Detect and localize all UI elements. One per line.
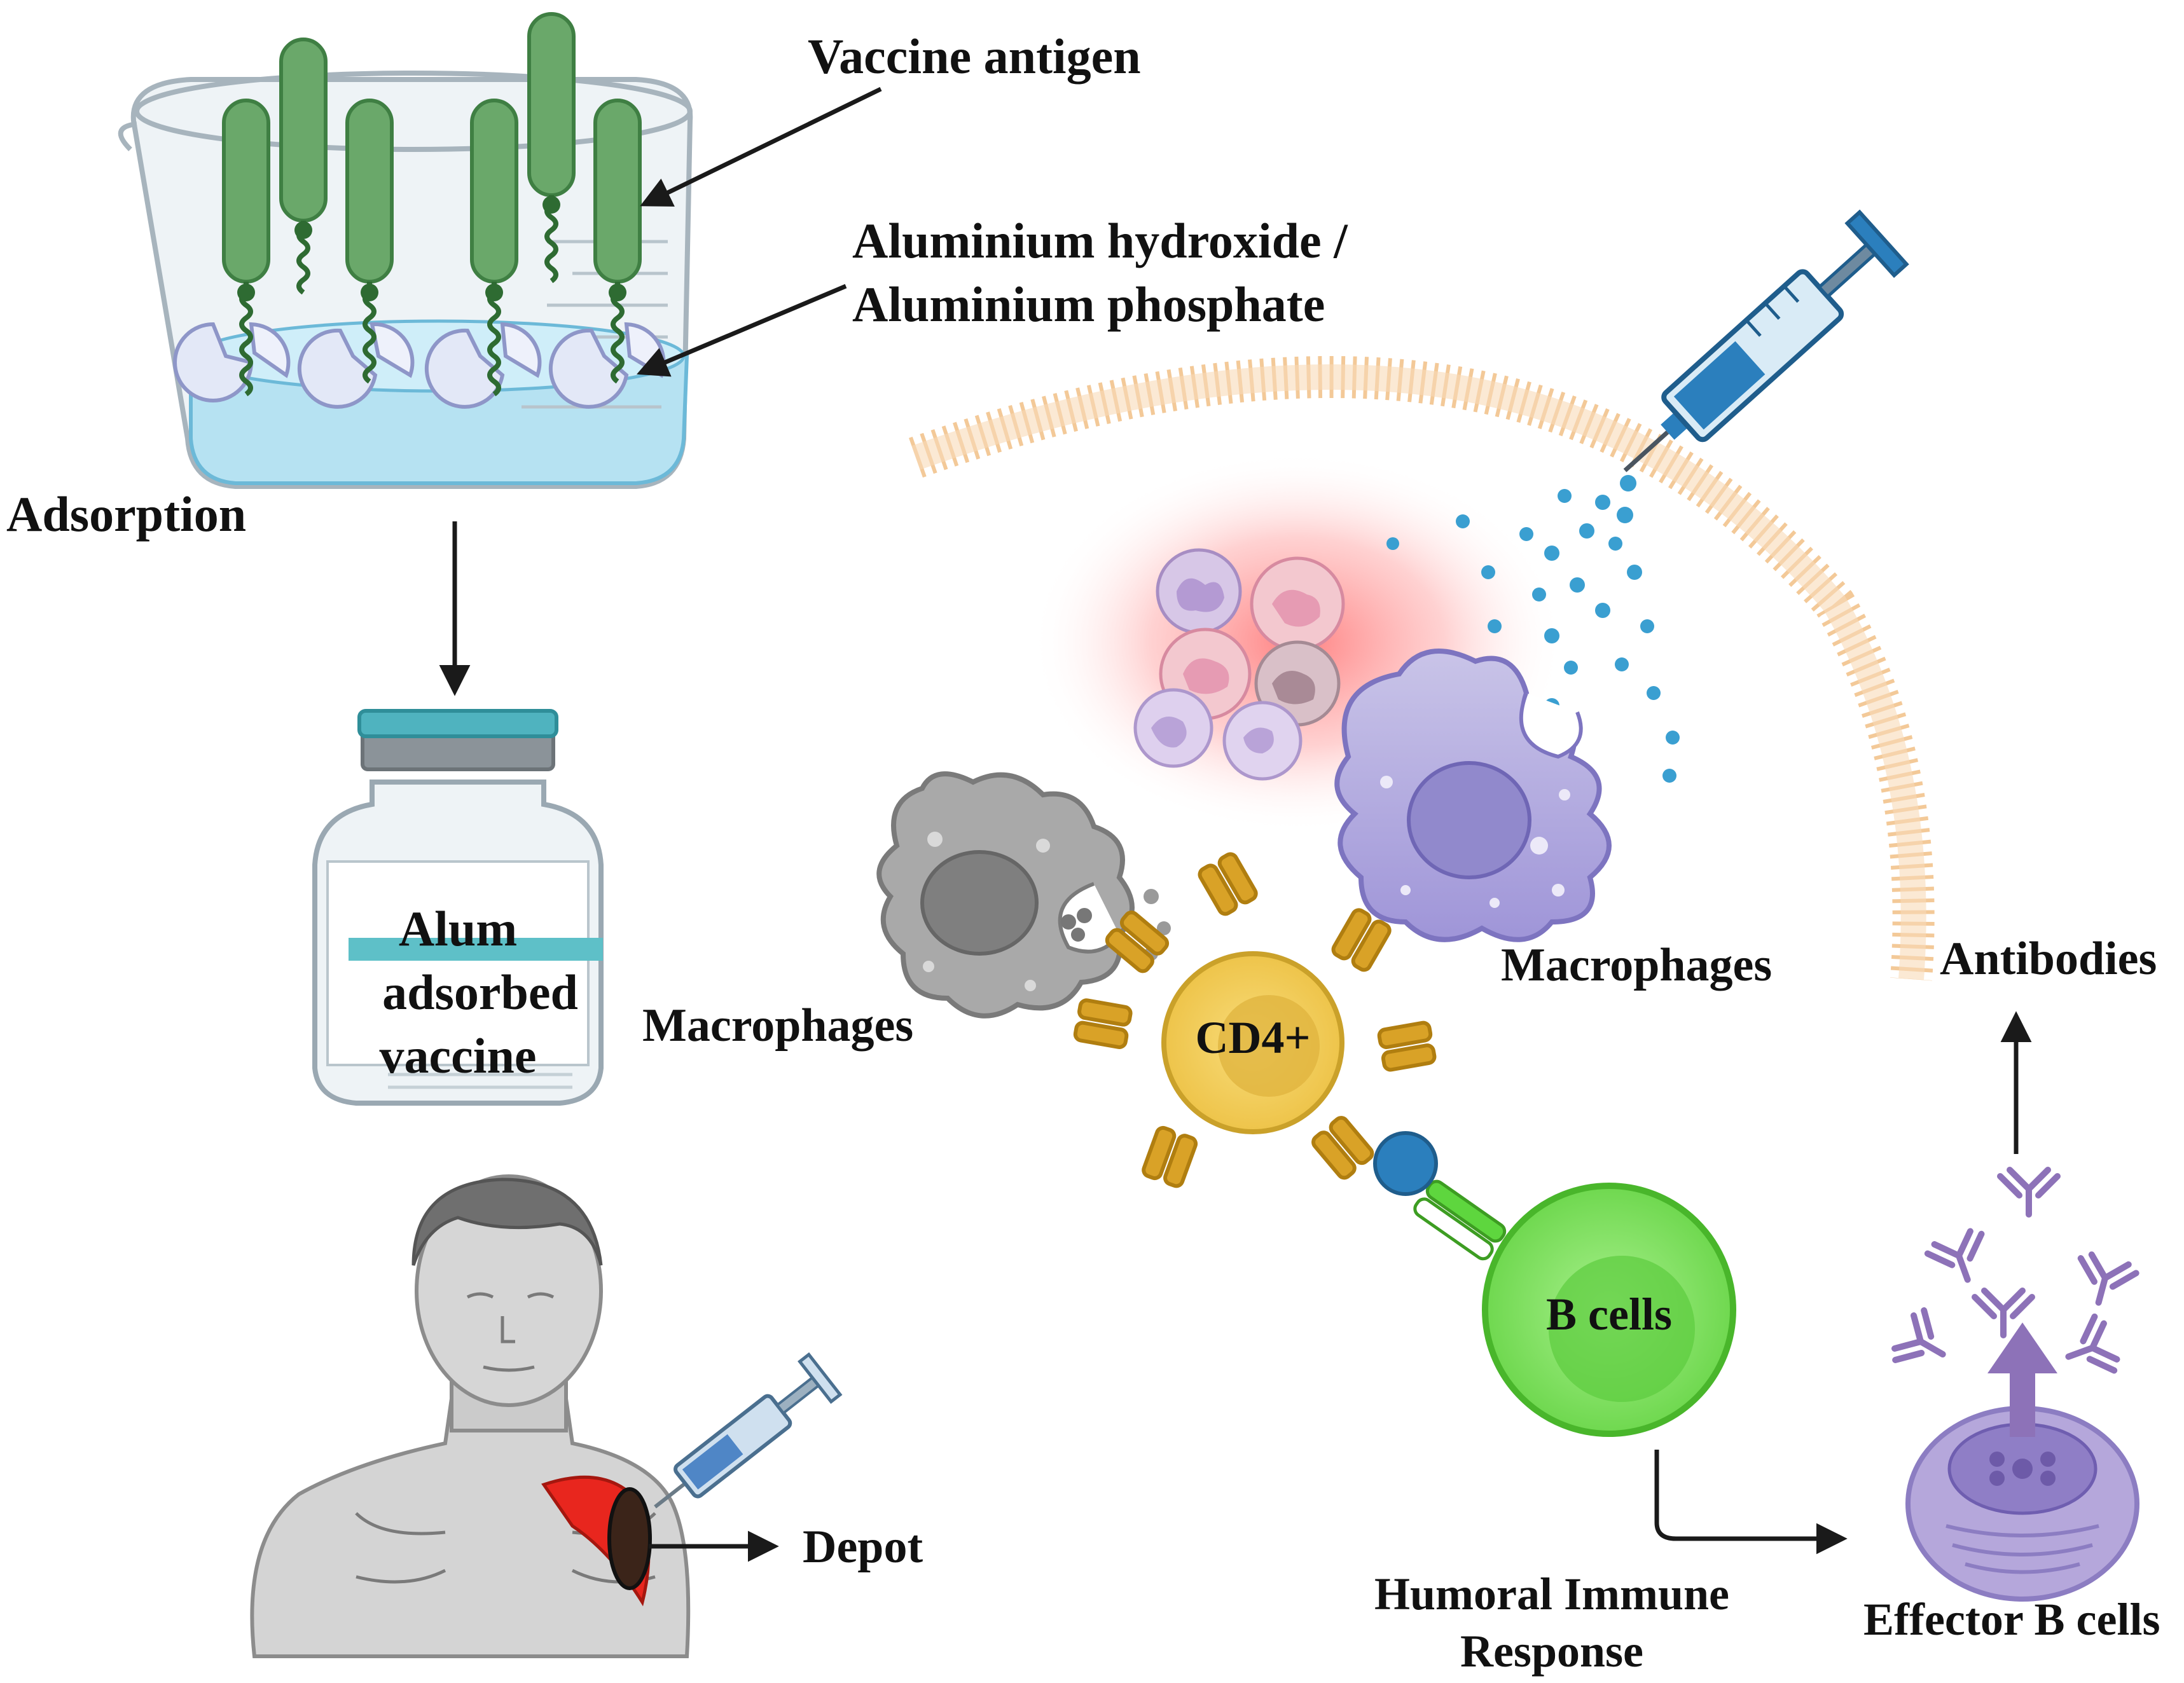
skin-membrane xyxy=(908,356,1935,981)
t-cell-icon xyxy=(1073,852,1437,1188)
secretion-arrow xyxy=(1987,1322,2057,1437)
arrow-humoral-to-effector xyxy=(1654,1450,1848,1555)
antibody-icon xyxy=(1891,1167,2139,1374)
vial-label-line1: Alum xyxy=(398,901,518,956)
vaccine-antigen-label: Vaccine antigen xyxy=(808,29,1141,84)
arrow-to-antigen xyxy=(640,86,882,207)
aluminium-label-line1: Aluminium hydroxide / xyxy=(852,213,1348,268)
cd4-label: CD4+ xyxy=(1195,1012,1311,1063)
vial-label-line3: vaccine xyxy=(379,1028,537,1083)
humoral-label-line1: Humoral Immune xyxy=(1374,1569,1729,1619)
macrophages-right-label: Macrophages xyxy=(1501,939,1773,991)
antibodies-label: Antibodies xyxy=(1940,933,2157,985)
b-cells-label: B cells xyxy=(1546,1289,1672,1340)
vaccine-antigen-icon xyxy=(222,12,642,397)
syringe-icon xyxy=(654,1352,843,1509)
macrophages-left-label: Macrophages xyxy=(642,999,914,1052)
depot-label: Depot xyxy=(803,1521,923,1573)
humoral-label-line2: Response xyxy=(1460,1626,1644,1677)
receptor-link xyxy=(1373,1131,1507,1261)
effector-b-cells-label: Effector B cells xyxy=(1863,1594,2160,1645)
b-cell-icon xyxy=(1482,1183,1736,1437)
adsorption-label: Adsorption xyxy=(6,486,247,542)
vial-icon xyxy=(312,709,604,1106)
arrow-to-aluminium xyxy=(636,284,847,377)
aluminium-label-line2: Aluminium phosphate xyxy=(852,277,1325,332)
aluminium-particle-icon xyxy=(173,322,666,409)
vial-label-line2: adsorbed xyxy=(382,965,578,1020)
neutrophil-icon xyxy=(1133,548,1345,781)
syringe-icon xyxy=(1623,209,1909,472)
macrophage-icon xyxy=(876,771,1171,1019)
human-figure-icon xyxy=(250,1174,691,1658)
macrophage-icon xyxy=(1334,649,1612,942)
